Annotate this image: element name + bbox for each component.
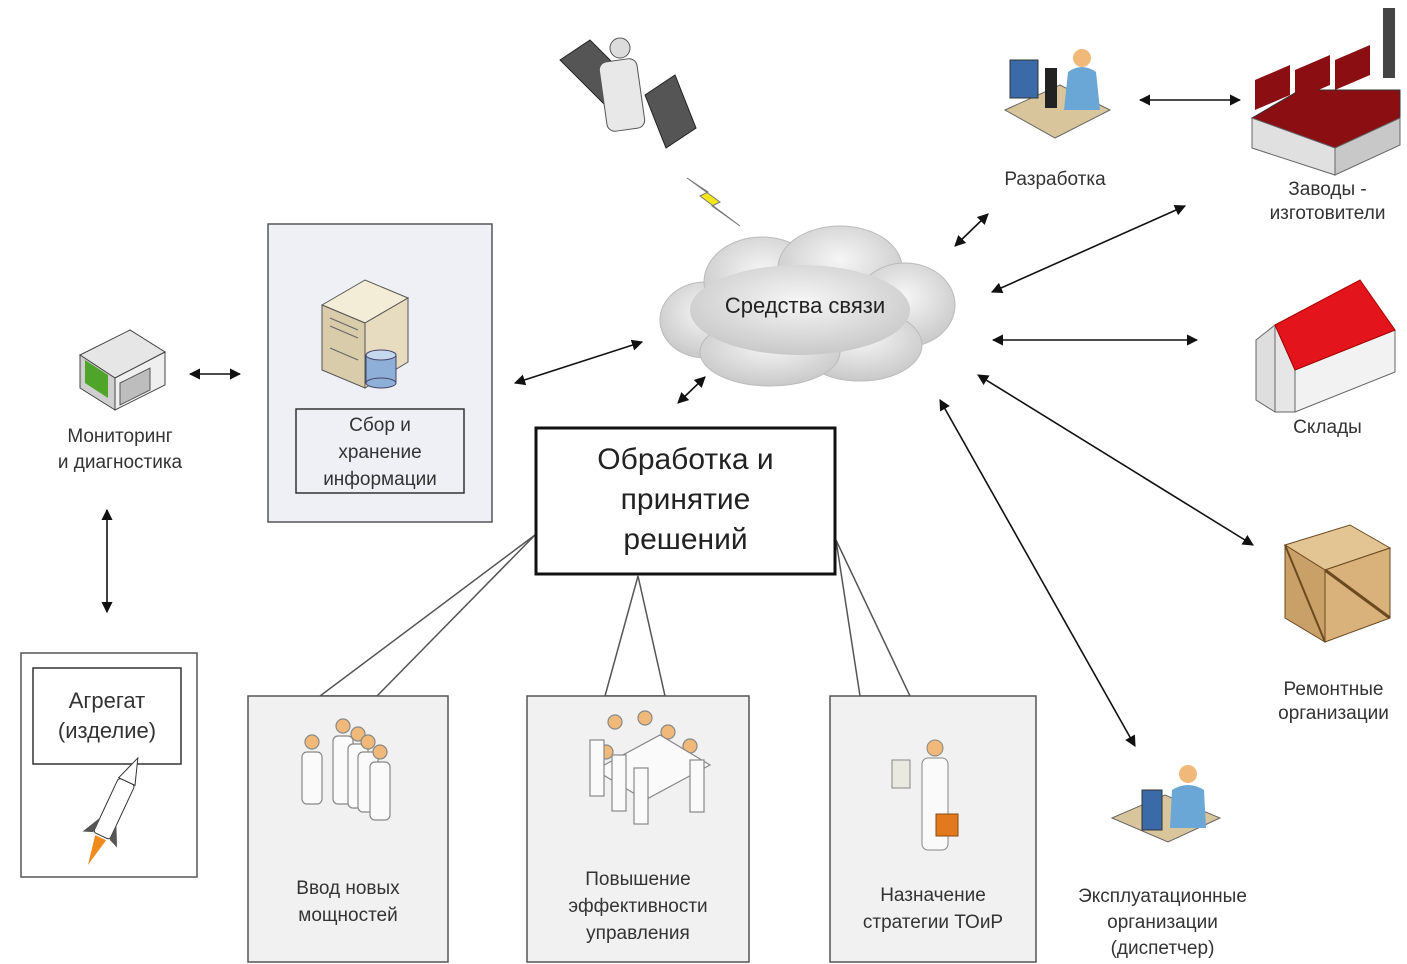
meeting-icon	[589, 710, 712, 825]
monitoring-device-icon	[78, 329, 167, 411]
crate-icon	[1283, 524, 1392, 643]
arrow-comms-factories	[990, 204, 1187, 294]
unit-label-box	[32, 667, 182, 765]
decision-box	[534, 426, 837, 576]
storage-label-box	[295, 408, 465, 494]
dispatcher-icon	[1110, 765, 1222, 843]
cloud-icon	[659, 225, 956, 387]
manager-icon	[891, 739, 959, 851]
repair-label: Ремонтные организации	[1278, 679, 1389, 724]
arrow-decision-comms	[677, 376, 706, 404]
arrow-comms-operators	[939, 399, 1136, 747]
factory-icon	[1250, 8, 1401, 176]
warehouse-icon	[1255, 279, 1396, 413]
database-icon	[365, 349, 397, 389]
efficiency-label: Повышение эффективности управления	[568, 869, 708, 944]
satellite-icon	[559, 37, 697, 149]
rocket-icon	[82, 756, 139, 865]
callout-wedges	[317, 534, 912, 697]
decision-label: Обработка и принятие решений	[597, 443, 774, 556]
data-storage-label: Сбор и хранение информации	[323, 415, 437, 490]
strategy-label: Назначение стратегии ТОиР	[862, 885, 1004, 933]
warehouses-label: Склады	[1293, 417, 1362, 438]
arrow-comms-development	[954, 213, 989, 247]
monitoring-label: Мониторинг и диагностика	[57, 426, 183, 473]
connectors	[101, 94, 1254, 747]
arrow-storage-comms	[513, 339, 644, 386]
development-label: Разработка	[1004, 169, 1106, 190]
factories-label: Заводы - изготовители	[1269, 179, 1386, 224]
efficiency-panel	[526, 695, 750, 963]
arrow-comms-repair	[977, 374, 1254, 546]
communications-label: Средства связи	[724, 293, 886, 318]
people-group-icon	[301, 718, 391, 821]
unit-label: Агрегат (изделие)	[57, 688, 157, 743]
lightning-icon	[686, 177, 741, 227]
new-capacity-label: Ввод новых мощностей	[296, 878, 400, 926]
engineer-icon	[1003, 49, 1112, 139]
operators-label: Эксплуатационные организации (диспетчер)	[1078, 886, 1247, 959]
